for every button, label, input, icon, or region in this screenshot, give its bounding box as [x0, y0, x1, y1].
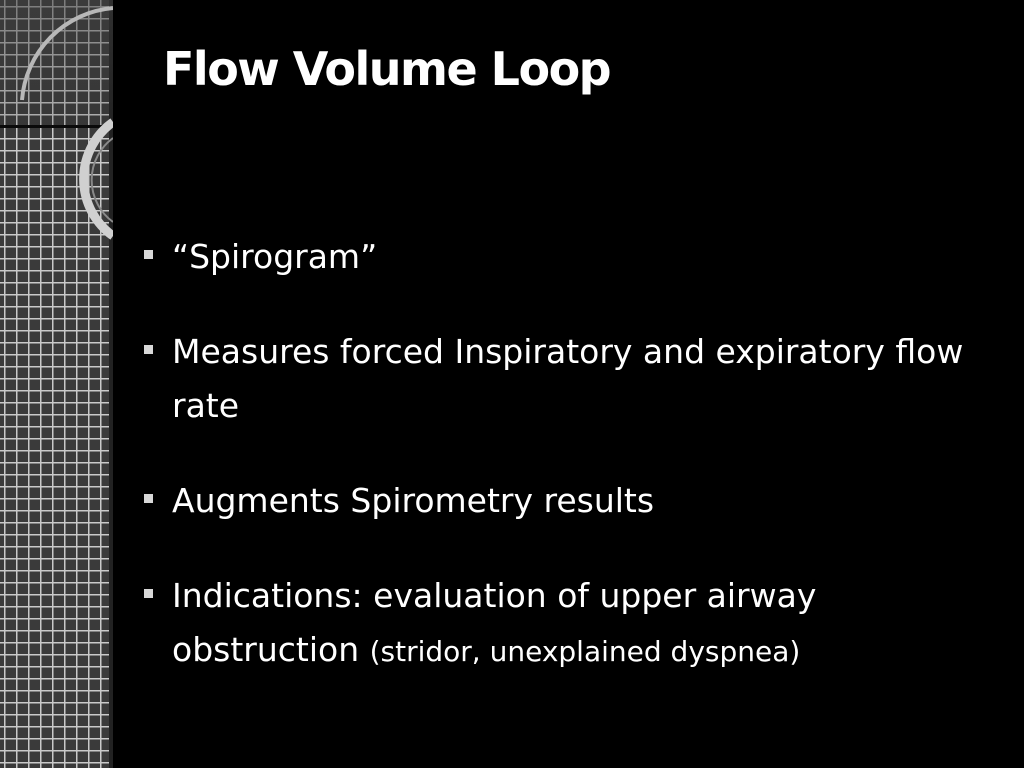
bullet-item-spirogram: “Spirogram”	[140, 230, 1000, 284]
bullet-text: “Spirogram”	[172, 237, 378, 276]
ring-arc-decoration	[20, 6, 113, 240]
upper-ring-arc	[20, 6, 113, 101]
square-bullet-icon	[144, 589, 153, 598]
bullet-item-indications: Indications: evaluation of upper airway …	[140, 569, 1000, 679]
bullet-item-measures: Measures forced Inspiratory and expirato…	[140, 325, 1000, 433]
bullet-list: “Spirogram” Measures forced Inspiratory …	[140, 230, 1000, 720]
slide-title: Flow Volume Loop	[163, 42, 612, 96]
side-panel-top-shade	[0, 0, 113, 126]
lower-ring-inner-arc	[90, 137, 113, 223]
bullet-item-augments: Augments Spirometry results	[140, 474, 1000, 528]
bullet-text: Augments Spirometry results	[172, 481, 655, 520]
bullet-text: Measures forced Inspiratory and expirato…	[172, 332, 964, 425]
grid-side-panel	[0, 0, 113, 768]
side-panel-divider	[0, 125, 113, 128]
bullet-text: Indications: evaluation of upper airway …	[172, 576, 817, 669]
square-bullet-icon	[144, 250, 153, 259]
lower-ring-arc	[79, 118, 113, 240]
square-bullet-icon	[144, 345, 153, 354]
square-bullet-icon	[144, 494, 153, 503]
bullet-text-parenthetical: (stridor, unexplained dyspnea)	[369, 635, 801, 668]
